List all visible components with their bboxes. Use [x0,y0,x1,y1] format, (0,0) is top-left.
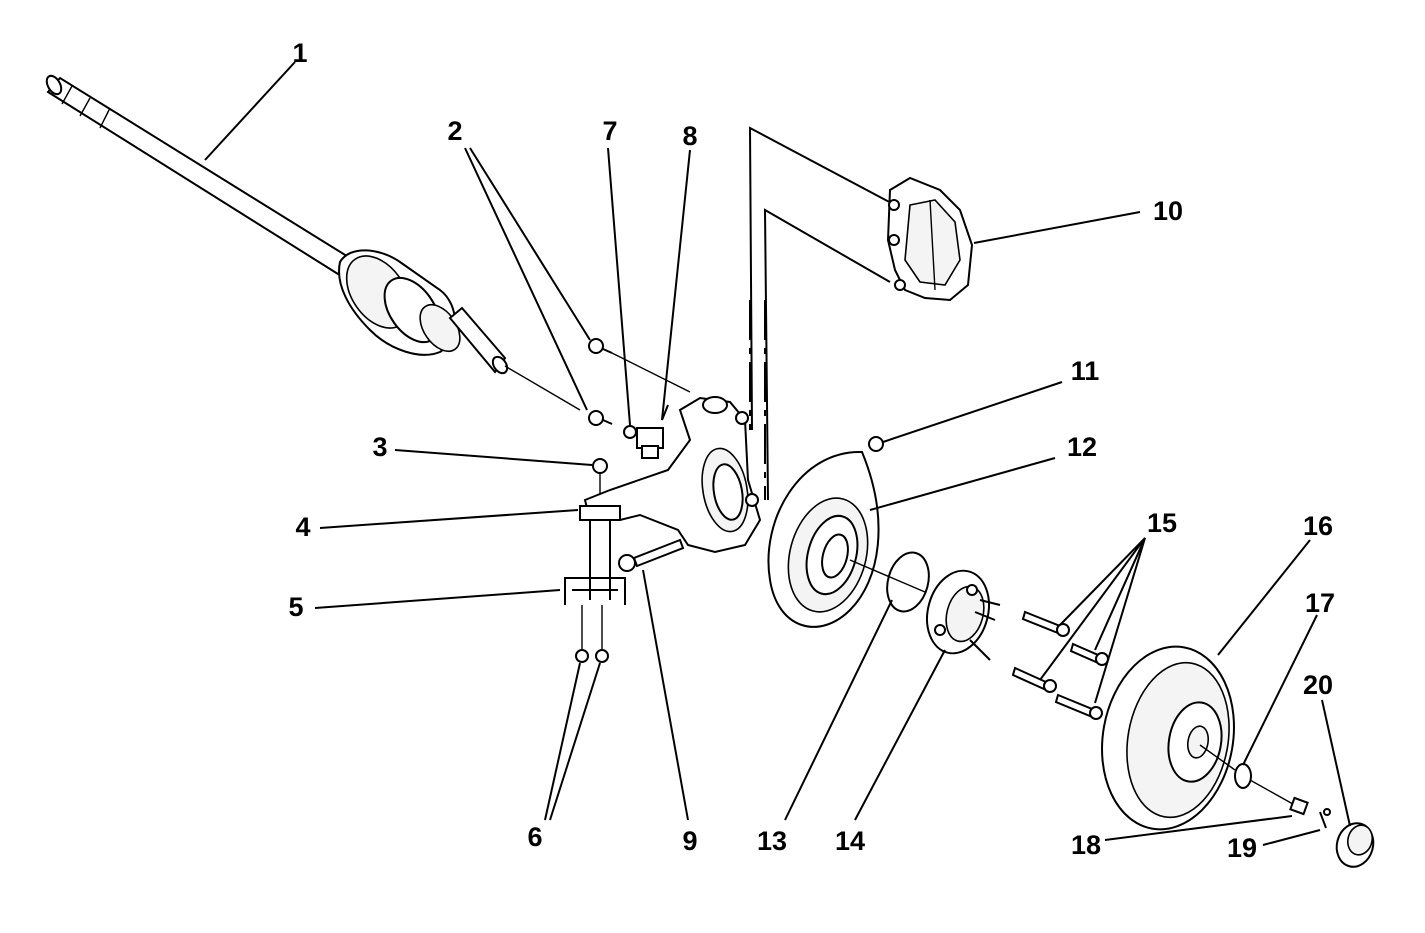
callout-13: 13 [757,826,787,856]
callout-10: 10 [1153,196,1183,226]
hub-nut [1234,763,1252,789]
callout-16: 16 [1303,511,1333,541]
steering-knuckle [579,396,762,554]
rotor-centerline [1199,744,1236,771]
callout-20: 20 [1303,670,1333,700]
hub-bolts [1011,610,1109,720]
callout-3: 3 [372,432,387,462]
knuckle-bolt [618,538,685,572]
hub-cap [1335,822,1375,868]
shield-nut [868,436,884,452]
callout-labels: 1 2 3 4 5 6 7 8 9 10 11 12 13 14 15 16 1… [288,38,1335,863]
callout-9: 9 [682,826,697,856]
brake-shield [767,450,880,628]
callout-15: 15 [1147,508,1177,538]
callout-4: 4 [295,512,310,542]
nut [592,458,608,474]
shaft-centerline [504,365,581,411]
callout-2: 2 [447,116,462,146]
nut-retainer [1289,796,1309,816]
callout-12: 12 [1067,432,1097,462]
callout-11: 11 [1071,356,1100,386]
bracket [564,520,626,605]
callout-5: 5 [288,592,303,622]
callout-8: 8 [682,121,697,151]
wheel-speed-sensor [623,404,669,459]
callout-17: 17 [1305,588,1335,618]
snap-ring [886,551,930,613]
brake-caliper [886,176,974,302]
hub-centerline [849,559,926,593]
callout-14: 14 [835,826,865,856]
caliper-reference-lines [748,126,896,501]
cotter-pin [1319,808,1331,829]
callout-18: 18 [1071,830,1101,860]
axle-shaft [45,74,509,375]
leader-lines [204,61,1351,846]
knuckle-bolts [588,338,691,426]
callout-1: 1 [292,38,307,68]
hub-bearing [926,569,1001,661]
callout-7: 7 [602,116,617,146]
brake-rotor [1101,645,1235,831]
callout-6: 6 [527,822,542,852]
bracket-nuts [575,605,609,663]
callout-19: 19 [1227,833,1257,863]
